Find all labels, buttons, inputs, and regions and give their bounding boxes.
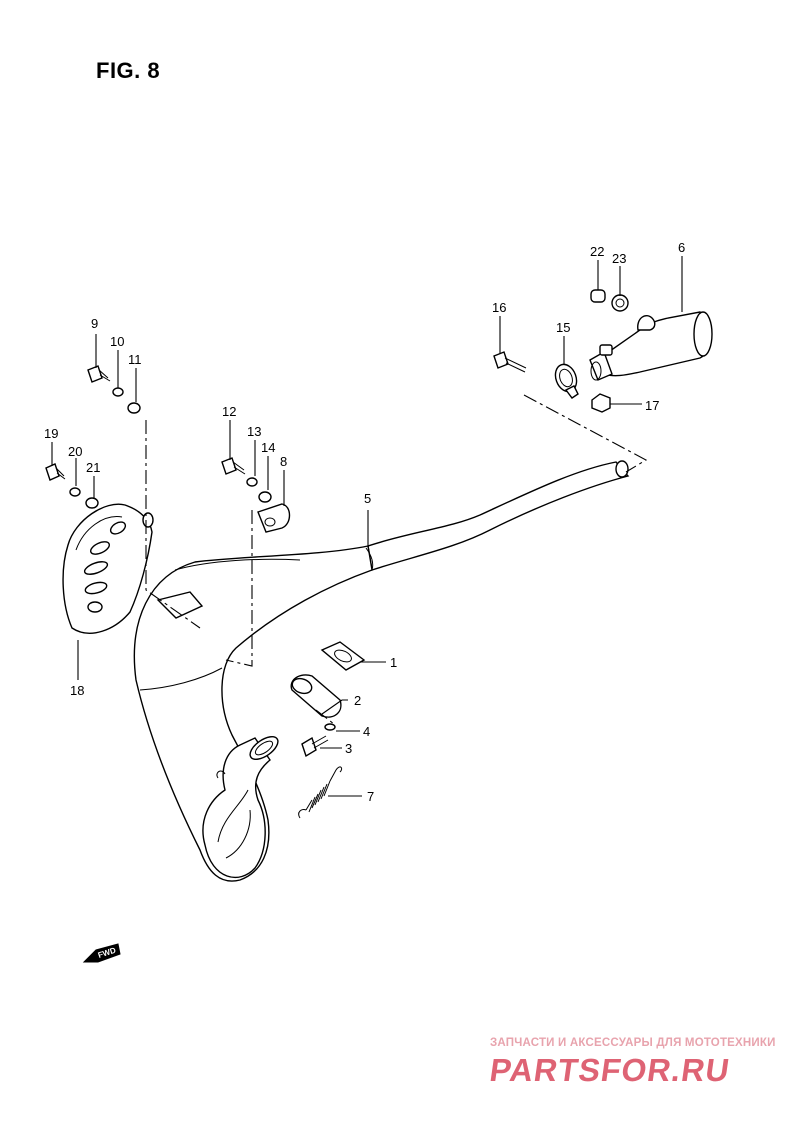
callout-8: 8 xyxy=(280,454,287,469)
assembly-line-silencer xyxy=(523,394,648,473)
callout-4: 4 xyxy=(363,724,370,739)
assembly-line-shield xyxy=(145,420,201,629)
silencer-part xyxy=(589,311,713,381)
washer-part-21 xyxy=(85,497,99,509)
callout-1: 1 xyxy=(390,655,397,670)
leader-lines xyxy=(51,256,683,797)
callout-9: 9 xyxy=(91,316,98,331)
callout-6: 6 xyxy=(678,240,685,255)
assembly-line-bracket xyxy=(225,510,253,667)
washer-part-13 xyxy=(246,477,258,487)
callout-16: 16 xyxy=(492,300,506,315)
heat-shield-part xyxy=(62,503,154,634)
washer-part-11 xyxy=(127,402,141,414)
callout-22: 22 xyxy=(590,244,604,259)
nut-part xyxy=(591,393,611,413)
washer-part-10 xyxy=(112,387,124,397)
callout-17: 17 xyxy=(645,398,659,413)
bolt-part-19 xyxy=(45,463,66,481)
callout-20: 20 xyxy=(68,444,82,459)
callout-14: 14 xyxy=(261,440,275,455)
callout-19: 19 xyxy=(44,426,58,441)
assembly-line-bolt xyxy=(315,709,335,725)
figure-title: FIG. 8 xyxy=(96,58,161,83)
callout-11: 11 xyxy=(128,352,142,367)
washer-part-14 xyxy=(258,491,272,503)
callout-15: 15 xyxy=(556,320,570,335)
exhaust-joint-part xyxy=(290,674,342,718)
watermark-logo: PARTSFOR.RU xyxy=(487,1052,733,1088)
callout-21: 21 xyxy=(86,460,100,475)
bolt-part-3 xyxy=(301,735,329,758)
bolt-part-12 xyxy=(221,457,246,475)
grommet-part xyxy=(611,294,629,312)
callout-3: 3 xyxy=(345,741,352,756)
callout-2: 2 xyxy=(354,693,361,708)
bolt-part-9 xyxy=(87,365,111,383)
callout-23: 23 xyxy=(612,251,626,266)
callout-18: 18 xyxy=(70,683,84,698)
bracket-part-8 xyxy=(257,503,291,533)
callout-7: 7 xyxy=(367,789,374,804)
fwd-arrow: FWD xyxy=(82,943,121,963)
cap-part xyxy=(590,289,606,303)
clamp-part xyxy=(554,363,579,399)
gasket-part xyxy=(320,641,366,671)
exhaust-pipe-part xyxy=(133,460,630,882)
callout-numbers: 1 2 3 4 5 6 7 8 9 10 11 12 13 14 15 16 1… xyxy=(44,240,685,804)
callout-10: 10 xyxy=(110,334,124,349)
callout-5: 5 xyxy=(364,491,371,506)
bolt-part-16 xyxy=(493,351,527,373)
washer-part-20 xyxy=(69,487,81,497)
callout-13: 13 xyxy=(247,424,261,439)
washer-part-4 xyxy=(324,723,336,731)
callout-12: 12 xyxy=(222,404,236,419)
spring-part xyxy=(298,766,343,819)
watermark-tagline: ЗАПЧАСТИ И АКСЕССУАРЫ ДЛЯ МОТОТЕХНИКИ xyxy=(490,1037,776,1049)
